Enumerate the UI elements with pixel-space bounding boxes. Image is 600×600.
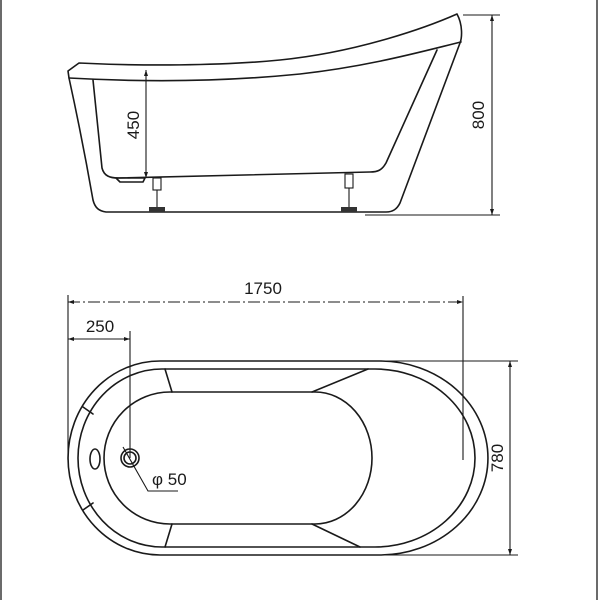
drain-inner-ring — [123, 451, 137, 465]
rim-seam-top-right — [311, 368, 369, 393]
drain-diameter-leader — [122, 446, 178, 492]
tub-inner-basin-plan — [103, 391, 373, 525]
total-height-label: 800 — [469, 101, 488, 129]
rim-seam-top-left — [164, 368, 173, 393]
rim-seam-bottom-left — [164, 523, 173, 548]
drain-diameter-label: φ 50 — [152, 470, 187, 489]
drain-offset-label: 250 — [86, 317, 114, 336]
tub-outer-shell — [67, 13, 463, 213]
plan-view: 1750 250 φ 50 780 — [67, 279, 518, 556]
overall-width-label: 780 — [488, 444, 507, 472]
tub-rim-inner-line — [68, 41, 462, 82]
drain-fitting — [115, 177, 146, 183]
tub-rim-inner-edge — [77, 368, 476, 548]
rim-notch-upper — [82, 406, 94, 415]
rear-leg — [341, 173, 357, 212]
side-elevation-view: 450 800 — [67, 13, 500, 216]
rim-notch-lower — [82, 502, 94, 511]
front-leg — [149, 177, 165, 212]
tub-inner-basin — [92, 49, 438, 179]
inner-depth-label: 450 — [124, 111, 143, 139]
rim-seam-bottom-right — [311, 523, 361, 548]
tub-outer-rim — [67, 360, 489, 556]
drain-outer-ring — [120, 448, 140, 468]
overall-length-label: 1750 — [244, 279, 282, 298]
overflow-outlet — [89, 448, 101, 470]
